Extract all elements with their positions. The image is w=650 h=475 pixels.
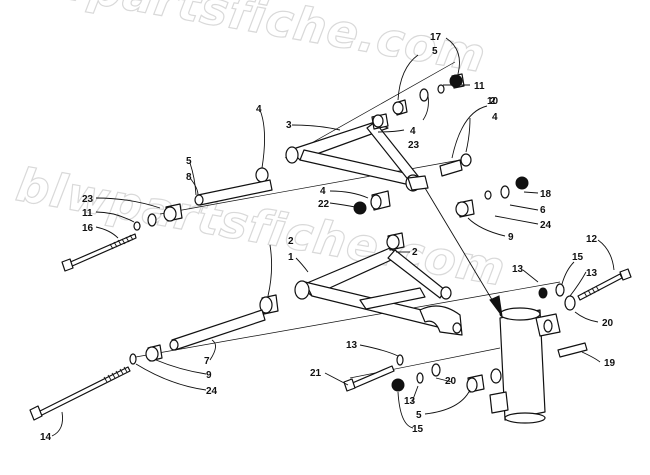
bolt-16 xyxy=(61,233,137,272)
washer-11-upper xyxy=(419,88,429,102)
callout-23: 23 xyxy=(82,194,94,205)
spindle-hardware xyxy=(343,268,632,393)
callout-22: 22 xyxy=(318,199,330,210)
callout-19: 19 xyxy=(604,358,616,369)
callout-4: 4 xyxy=(320,186,326,197)
watermark: blwpartsfiche.com blwpartsfiche.com xyxy=(0,0,510,297)
bushing-4-left xyxy=(255,167,269,183)
lower-pivot-shaft xyxy=(129,309,266,365)
washer-13-mid xyxy=(396,354,404,366)
washer-20-upper xyxy=(564,295,576,311)
callout-23: 23 xyxy=(408,140,420,151)
nut-15-lower xyxy=(391,378,405,392)
callout-9: 9 xyxy=(508,232,514,243)
pin-19 xyxy=(557,342,588,358)
callout-5: 5 xyxy=(416,410,422,421)
callout-2: 2 xyxy=(490,96,496,107)
washer-6 xyxy=(500,185,510,199)
upper-right-hardware xyxy=(455,176,529,218)
callout-13: 13 xyxy=(346,340,358,351)
bushing-10 xyxy=(439,159,463,177)
lower-bushings xyxy=(259,232,405,315)
callout-3: 3 xyxy=(286,120,292,131)
callout-5: 5 xyxy=(432,46,438,57)
washer-24 xyxy=(484,190,492,200)
callout-21: 21 xyxy=(310,368,322,379)
washer-13-lower xyxy=(416,372,424,384)
callout-1: 1 xyxy=(288,252,294,263)
callout-10: 10 xyxy=(487,96,499,107)
bushing-5-upper xyxy=(392,101,404,115)
bolt-21 xyxy=(349,365,395,390)
callout-13: 13 xyxy=(512,264,524,275)
washer-11-left xyxy=(133,221,141,231)
callout-7: 7 xyxy=(204,356,210,367)
callout-4: 4 xyxy=(410,126,416,137)
bushing-4-mid xyxy=(370,194,382,210)
bushing-4-right xyxy=(460,153,472,167)
callout-17: 17 xyxy=(430,32,442,43)
callout-2: 2 xyxy=(412,247,418,258)
callout-12: 12 xyxy=(586,234,598,245)
callout-11: 11 xyxy=(474,81,485,92)
callout-14: 14 xyxy=(40,432,52,443)
upper-pivot-shaft xyxy=(133,179,273,231)
callout-13: 13 xyxy=(404,396,416,407)
bushing-4-upper xyxy=(372,114,384,128)
callout-16: 16 xyxy=(82,223,94,234)
leader-lines xyxy=(51,37,615,437)
callout-11: 11 xyxy=(82,208,93,219)
bushing-2-upper xyxy=(386,234,400,250)
callout-4: 4 xyxy=(256,104,262,115)
washer-24-lower xyxy=(129,353,137,365)
upper-bushings xyxy=(255,73,472,215)
lower-a-arm xyxy=(294,247,463,336)
spindle xyxy=(489,307,561,424)
callout-9: 9 xyxy=(206,370,212,381)
callout-13: 13 xyxy=(586,268,598,279)
callout-labels: 17 5 11 2 10 4 4 3 4 23 5 8 4 22 18 6 24… xyxy=(40,32,616,443)
callout-24: 24 xyxy=(540,220,552,231)
washer-23 xyxy=(147,213,157,227)
upper-a-arm xyxy=(285,116,429,192)
bushing-9 xyxy=(455,201,469,217)
callout-4: 4 xyxy=(492,112,498,123)
callout-20: 20 xyxy=(602,318,614,329)
bushing-5-lower xyxy=(466,377,478,393)
callout-2: 2 xyxy=(288,236,294,247)
washer-20-lower xyxy=(431,363,441,377)
callout-18: 18 xyxy=(540,189,552,200)
callout-5: 5 xyxy=(186,156,192,167)
callout-24: 24 xyxy=(206,386,218,397)
watermark-text-top: blwpartsfiche.com xyxy=(0,0,490,83)
bushing-9-lower xyxy=(145,346,159,362)
callout-15: 15 xyxy=(572,252,584,263)
callout-8: 8 xyxy=(186,172,192,183)
assembly-arrow xyxy=(424,187,503,317)
nut-17 xyxy=(449,74,463,88)
washer-11b xyxy=(437,84,445,94)
nut-22 xyxy=(353,201,367,215)
nut-18 xyxy=(515,176,529,190)
callout-15: 15 xyxy=(412,424,424,435)
bushing-5-left xyxy=(163,206,177,222)
bolt-12 xyxy=(577,273,623,301)
nut-15-upper xyxy=(555,283,565,297)
bushing-2-left xyxy=(259,296,273,314)
callout-20: 20 xyxy=(445,376,457,387)
washer-13-upper xyxy=(538,287,548,299)
callout-6: 6 xyxy=(540,205,546,216)
bolt-14 xyxy=(29,366,131,421)
